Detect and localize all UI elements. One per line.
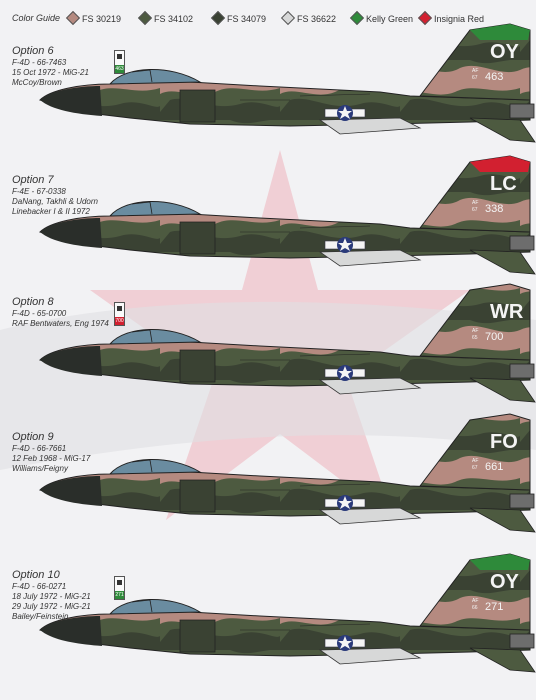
nose-serial-badge: 463	[114, 50, 125, 74]
color-guide: Color Guide FS 30219 FS 34102 FS 34079 FS 3…	[0, 10, 536, 28]
color-swatch-item: FS 36622	[280, 10, 337, 26]
color-swatch-label: Insignia Red	[434, 14, 485, 24]
badge-serial-label: 271	[115, 591, 124, 599]
tail-af-label: AF	[472, 598, 478, 604]
option-heading: Option 6	[12, 45, 54, 57]
option-detail-line: Bailey/Feinstein	[12, 612, 69, 621]
tail-code: OY	[490, 571, 520, 593]
option-detail-line: McCoy/Brown	[12, 78, 62, 87]
color-swatch	[280, 10, 296, 26]
color-swatch-label: FS 36622	[297, 14, 337, 24]
tail-af-label: AF	[472, 68, 478, 74]
badge-emblem-icon	[117, 580, 122, 585]
color-swatch-item: FS 30219	[65, 10, 122, 26]
badge-emblem-icon	[117, 306, 122, 311]
badge-emblem-icon	[117, 54, 122, 59]
option-detail-line: F-4D - 66-7661	[12, 444, 67, 453]
tail-code: WR	[490, 301, 524, 323]
tail-serial: 271	[485, 601, 503, 613]
option-detail-line: Williams/Feigny	[12, 464, 68, 473]
option-heading: Option 9	[12, 431, 54, 443]
tail-serial: 463	[485, 71, 503, 83]
color-swatch	[65, 10, 81, 26]
color-swatch-label: FS 34079	[227, 14, 267, 24]
option-detail-line: 15 Oct 1972 - MiG-21	[12, 68, 89, 77]
option-heading: Option 7	[12, 174, 54, 186]
option-detail-line: 12 Feb 1968 - MiG-17	[12, 454, 91, 463]
color-swatch-label: FS 30219	[82, 14, 122, 24]
tail-af-label: AF	[472, 200, 478, 206]
option-detail-line: F-4D - 66-0271	[12, 582, 67, 591]
tail-tip-band	[470, 156, 530, 172]
usaf-roundel-icon	[324, 495, 366, 511]
tail-serial: 700	[485, 331, 503, 343]
option-heading: Option 10	[12, 569, 60, 581]
tail-year-label: 67	[472, 465, 478, 471]
color-swatch-label: Kelly Green	[366, 14, 414, 24]
option-detail-line: Linebacker I & II 1972	[12, 207, 90, 216]
option-detail-line: DaNang, Takhli & Udorn	[12, 197, 98, 206]
tail-year-label: 66	[472, 605, 478, 611]
badge-serial-label: 463	[115, 65, 124, 73]
color-guide-title: Color Guide	[12, 13, 61, 23]
color-swatch	[210, 10, 226, 26]
usaf-roundel-icon	[324, 237, 366, 253]
option-detail-line: RAF Bentwaters, Eng 1974	[12, 319, 109, 328]
option-heading: Option 8	[12, 296, 54, 308]
color-swatch-item: FS 34079	[210, 10, 267, 26]
tail-code: FO	[490, 431, 518, 453]
tail-year-label: 65	[472, 335, 478, 341]
nose-serial-badge: 271	[114, 576, 125, 600]
usaf-roundel-icon	[324, 105, 366, 121]
option-detail-line: F-4E - 67-0338	[12, 187, 66, 196]
color-swatch-item: Insignia Red	[417, 10, 485, 26]
tail-tip-band	[470, 24, 530, 40]
tail-year-label: 67	[472, 75, 478, 81]
option-detail-line: F-4D - 66-7463	[12, 58, 67, 67]
color-swatch	[137, 10, 153, 26]
color-swatch	[417, 10, 433, 26]
color-swatch-item: Kelly Green	[349, 10, 414, 26]
badge-serial-label: 700	[115, 317, 124, 325]
tail-serial: 661	[485, 461, 503, 473]
nose-serial-badge: 700	[114, 302, 125, 326]
tail-year-label: 67	[472, 207, 478, 213]
color-swatch-label: FS 34102	[154, 14, 194, 24]
option-detail-line: F-4D - 65-0700	[12, 309, 67, 318]
usaf-roundel-icon	[324, 635, 366, 651]
tail-tip-band	[470, 554, 530, 570]
color-swatch-item: FS 34102	[137, 10, 194, 26]
tail-code: LC	[490, 173, 517, 195]
tail-code: OY	[490, 41, 520, 63]
option-detail-line: 29 July 1972 - MiG-21	[12, 602, 91, 611]
option-detail-line: 18 July 1972 - MiG-21	[12, 592, 91, 601]
tail-af-label: AF	[472, 328, 478, 334]
tail-af-label: AF	[472, 458, 478, 464]
color-swatch	[349, 10, 365, 26]
tail-serial: 338	[485, 203, 503, 215]
usaf-roundel-icon	[324, 365, 366, 381]
